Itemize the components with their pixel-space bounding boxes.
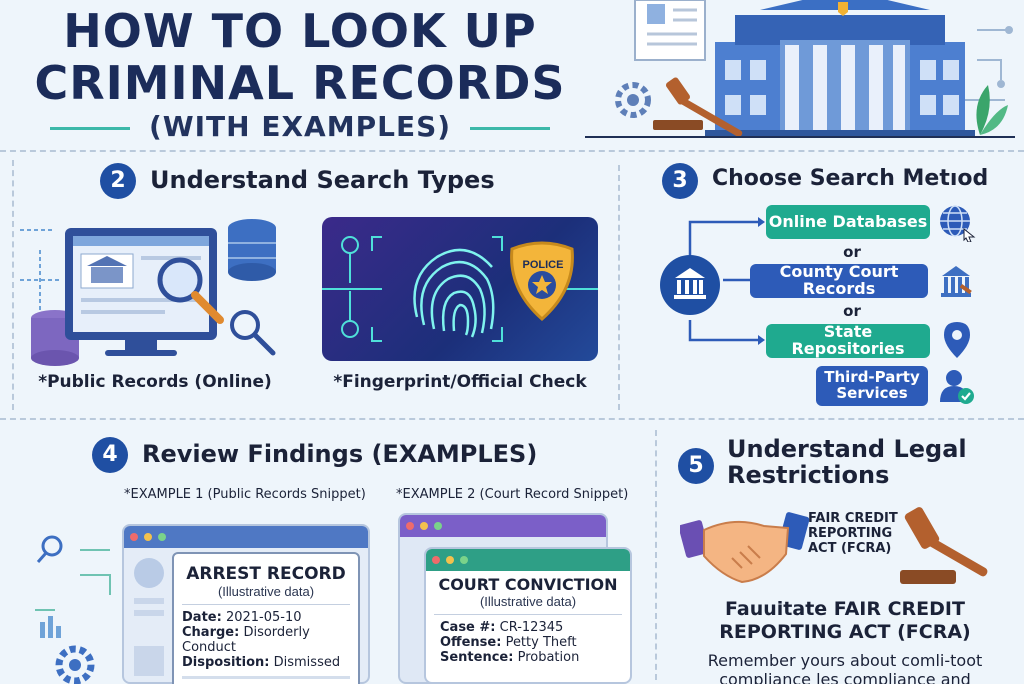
divider-vertical-upper — [618, 165, 620, 410]
gear-icon-small — [55, 645, 95, 684]
divider-vertical-lower — [655, 430, 657, 680]
or-label-1: or — [843, 243, 861, 261]
option-third-party-services: Third-Party Services — [816, 366, 928, 406]
avatar-icon — [134, 558, 164, 588]
court-field-offense: Offense: Petty Theft — [440, 635, 577, 650]
arrest-record-subtitle: (Illustrative data) — [217, 584, 315, 599]
courthouse-icon — [705, 0, 975, 138]
court-conviction-subtitle: (Illustrative data) — [479, 594, 577, 609]
option-county-court-records: County Court Records — [750, 263, 928, 298]
courthouse-gavel-icon — [941, 266, 972, 297]
database-icon — [228, 219, 276, 281]
title-line-3: (WITH EXAMPLES) — [148, 110, 452, 143]
example-2-label: *EXAMPLE 2 (Court Record Snippet) — [396, 487, 629, 502]
option-state-repositories: State Repositories — [766, 323, 930, 358]
police-badge-text: POLICE — [522, 259, 564, 271]
title-rule-left — [50, 127, 130, 130]
police-badge-icon — [510, 241, 574, 322]
title-line-1: HOW TO LOOK UP — [63, 4, 537, 58]
or-label-2: or — [843, 302, 861, 320]
title-line-2: CRIMINAL RECORDS — [34, 56, 566, 110]
title-rule-right — [470, 127, 550, 130]
divider-middle — [0, 418, 1024, 420]
caption-public-records: *Public Records (Online) — [38, 372, 272, 392]
handshake-icon — [680, 512, 810, 584]
public-records-illustration — [20, 219, 276, 366]
example-2-window: COURT CONVICTION (Illustrative data) Cas… — [424, 547, 632, 684]
plant-icon — [976, 85, 1008, 135]
arrest-field-charge: Charge: Disorderly Conduct — [182, 625, 310, 655]
caption-fingerprint: *Fingerprint/Official Check — [333, 372, 587, 392]
option-online-databases: Online Databases — [766, 205, 930, 239]
courthouse-circle-icon — [660, 255, 720, 315]
gear-icon — [615, 82, 651, 118]
fingerprint-panel: POLICE — [322, 217, 598, 361]
section-3-title: Choose Search Metıod — [712, 166, 989, 191]
document-icon — [634, 0, 706, 61]
section-5-number: 5 — [678, 448, 714, 484]
example-1-window-bar — [124, 526, 368, 548]
section-2-title: Understand Search Types — [150, 166, 495, 194]
magnifier-icon-small — [230, 310, 276, 356]
section-4-number: 4 — [92, 437, 128, 473]
fcra-heading: Fauuitate FAIR CREDIT REPORTING ACT (FCR… — [719, 598, 971, 643]
arrest-record-card: ARREST RECORD (Illustrative data) Date: … — [172, 552, 360, 684]
gavel-icon — [653, 77, 743, 137]
fcra-body-text: Remember yours about comli-toot complian… — [707, 651, 983, 684]
divider-left-edge — [12, 160, 14, 410]
section-5-title: Understand Legal Restrictions — [727, 435, 967, 490]
court-field-sentence: Sentence: Probation — [440, 650, 580, 665]
section-2-number: 2 — [100, 163, 136, 199]
arrest-record-title: ARREST RECORD — [186, 564, 346, 584]
courthouse-illustration — [585, 0, 1015, 138]
fingerprint-icon — [413, 248, 495, 338]
section-4-title: Review Findings (EXAMPLES) — [142, 440, 538, 468]
court-conviction-title: COURT CONVICTION — [438, 575, 618, 594]
section-3-number: 3 — [662, 163, 698, 199]
magnifier-icon — [157, 257, 224, 324]
fingerprint-illustration — [322, 236, 598, 342]
user-check-icon — [940, 370, 974, 404]
globe-icon — [940, 205, 976, 242]
arrest-field-disposition: Disposition: Dismissed — [182, 655, 341, 670]
arrest-field-date: Date: 2021-05-10 — [182, 610, 302, 625]
fcra-small-label: FAIR CREDIT REPORTING ACT (FCRA) — [808, 511, 898, 556]
search-method-connector — [660, 217, 765, 345]
magnifier-icon-deco — [36, 535, 63, 563]
court-field-case: Case #: CR-12345 — [440, 620, 564, 635]
example-1-label: *EXAMPLE 1 (Public Records Snippet) — [124, 487, 366, 502]
map-pin-icon — [944, 322, 970, 358]
divider-top — [0, 150, 1024, 152]
gavel-icon-fcra — [900, 507, 988, 584]
decorative-icons-left — [35, 535, 111, 684]
